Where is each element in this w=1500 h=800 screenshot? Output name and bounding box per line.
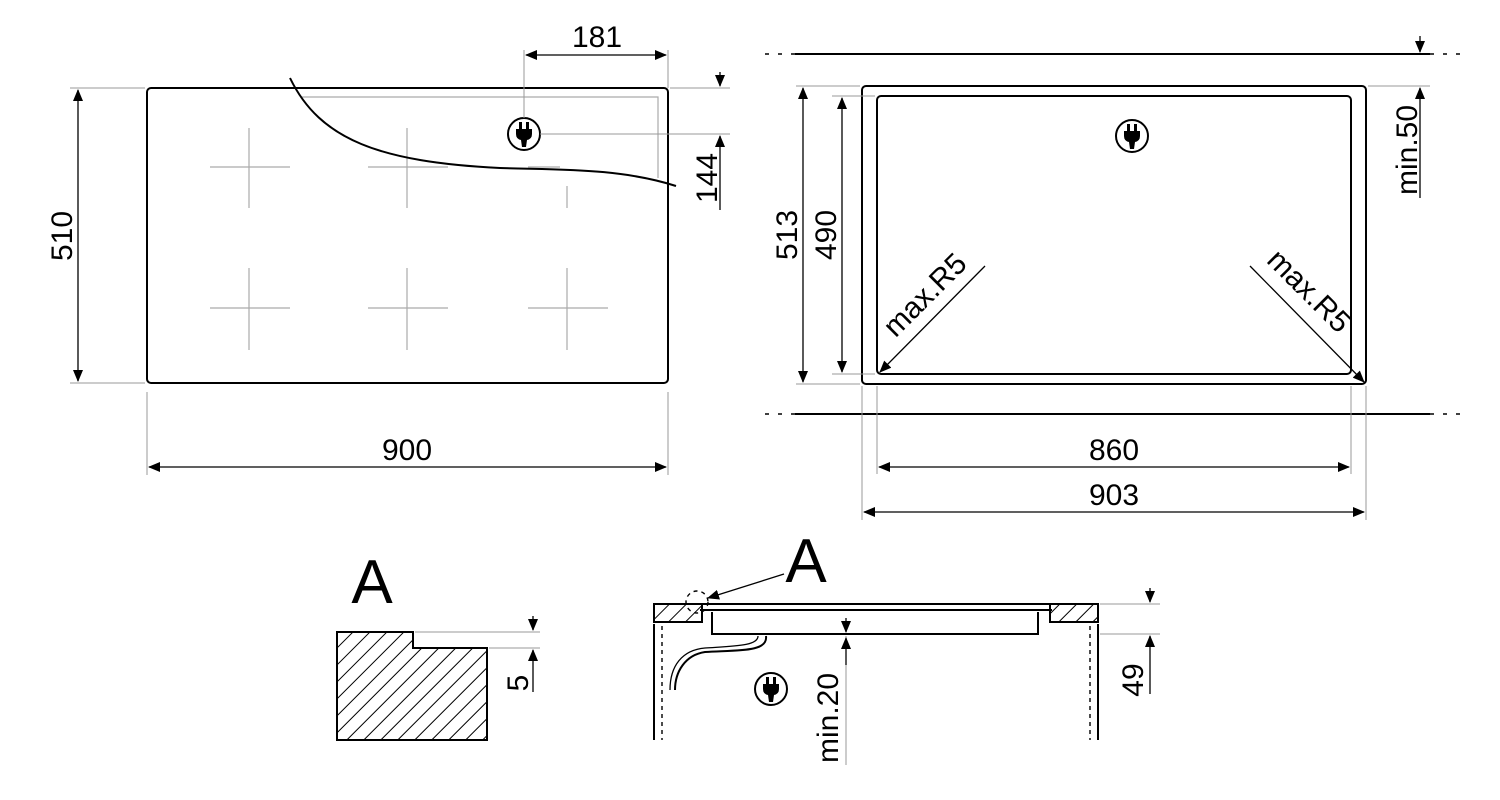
cooking-zones [210,128,608,350]
zone-marker [210,128,290,208]
zone-marker [210,268,290,350]
power-cable [289,77,677,187]
plug-icon [507,117,541,151]
section-view: A min.20 49 [653,527,1160,765]
hob-body [711,612,1039,635]
hob-top-view: 181 144 510 900 [46,21,730,475]
section-callout-label: A [785,527,827,596]
cutout-outer [861,85,1367,385]
dim-socket-offset: 181 [572,21,622,54]
plug-icon [1115,119,1149,153]
callout-leader [707,573,785,600]
dim-hob-depth: 510 [46,211,79,261]
worktop-right [1049,603,1099,623]
cutout-inner [876,95,1352,375]
hob-outline [146,87,669,384]
dim-cutout-outer-width: 903 [1089,479,1139,512]
power-cable-inner [669,635,759,691]
zone-marker [368,128,448,208]
dim-hob-height: 49 [1117,663,1150,696]
plug-icon [754,672,788,706]
dim-min-gap: min.20 [812,673,845,763]
dim-socket-depth: 144 [691,153,724,203]
detail-worktop-section [336,631,488,741]
hob-inner-edge [302,96,659,178]
dim-hob-width: 900 [382,434,432,467]
power-cable [674,635,768,691]
detail-a: A 5 [336,548,540,741]
dim-cutout-inner-width: 860 [1089,434,1139,467]
dim-step-height: 5 [502,675,535,692]
dim-cutout-outer-depth: 513 [771,210,804,260]
radius-leader-right [1249,265,1365,383]
zone-marker [368,268,448,350]
zone-marker [528,166,568,208]
radius-leader-left [879,265,986,373]
dim-min-clearance: min.50 [1391,105,1424,195]
worktop-left [653,603,703,623]
detail-title: A [351,548,393,617]
cutout-view: min.50 513 490 max.R5 max.R5 860 903 [765,36,1462,520]
dim-cutout-inner-depth: 490 [810,210,843,260]
corner-radius-left-label: max.R5 [877,247,973,343]
zone-marker [528,268,608,350]
